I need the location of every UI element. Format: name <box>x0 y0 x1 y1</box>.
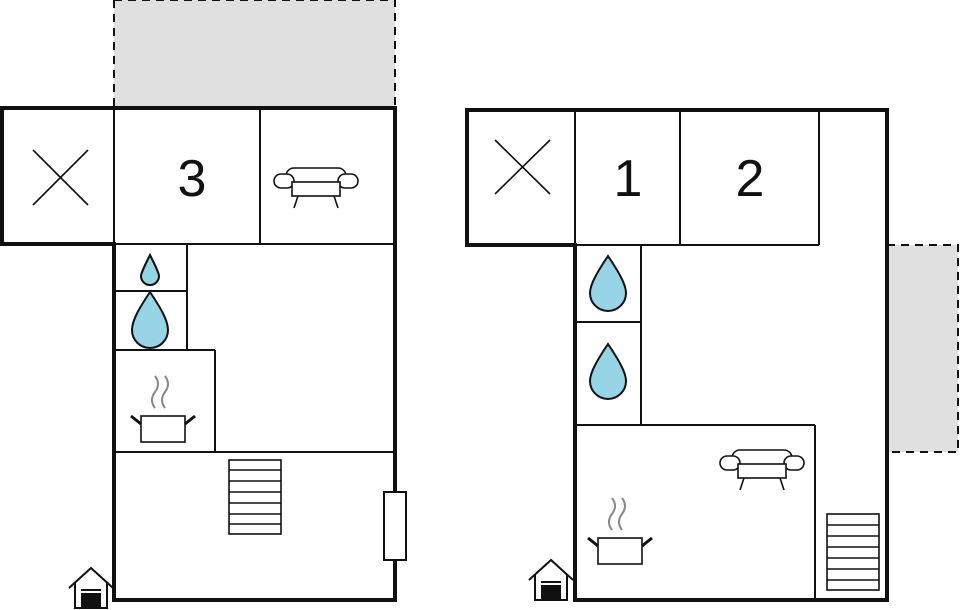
entrance-icon <box>68 567 114 609</box>
staircase-icon <box>228 459 282 535</box>
sofa-icon <box>719 449 805 491</box>
left-floor: 3 <box>0 0 407 609</box>
window-icon <box>383 491 407 561</box>
sofa-icon <box>273 167 359 209</box>
outer-wall <box>0 106 397 602</box>
cooking-pot-icon <box>586 496 654 566</box>
small-water-drop-icon <box>139 252 161 286</box>
outer-wall <box>465 108 889 602</box>
cooking-pot-icon <box>129 374 197 444</box>
interior-walls <box>574 110 820 600</box>
room-number: 3 <box>178 150 207 208</box>
right-floor: 1 2 <box>465 108 959 602</box>
terrace-area <box>113 0 396 109</box>
terrace-area <box>886 244 959 453</box>
entrance-icon <box>528 559 574 601</box>
room-number: 2 <box>736 150 765 208</box>
cross-icon <box>32 149 89 206</box>
cross-icon <box>494 139 551 195</box>
water-drop-icon <box>130 290 170 349</box>
water-drop-icon <box>588 342 628 400</box>
water-drop-icon <box>588 254 628 312</box>
room-number: 1 <box>614 150 643 208</box>
staircase-icon <box>826 513 880 591</box>
